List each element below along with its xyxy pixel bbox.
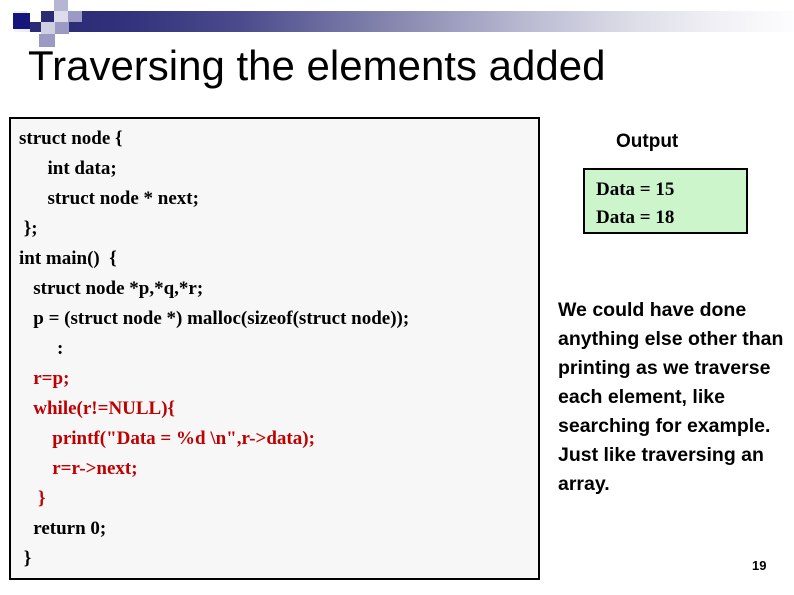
header-square-white-2 bbox=[41, 0, 54, 11]
slide-header-decoration bbox=[0, 0, 794, 47]
code-line: }; bbox=[19, 218, 38, 239]
code-line: return 0; bbox=[19, 518, 107, 539]
output-box: Data = 15 Data = 18 bbox=[583, 168, 748, 234]
header-square-white-3 bbox=[27, 11, 41, 22]
code-line: r=r->next; bbox=[19, 458, 138, 479]
header-square-tint-3 bbox=[55, 22, 69, 34]
explanatory-note: We could have done anything else other t… bbox=[558, 299, 784, 495]
code-line: int data; bbox=[19, 158, 117, 179]
code-line: struct node *p,*q,*r; bbox=[19, 278, 204, 299]
output-label: Output bbox=[616, 131, 679, 152]
header-square-tint-2 bbox=[68, 11, 82, 22]
code-line: p = (struct node *) malloc(sizeof(struct… bbox=[19, 308, 410, 329]
code-line: r=p; bbox=[19, 368, 70, 389]
code-line: while(r!=NULL){ bbox=[19, 398, 176, 419]
header-square-tint-1 bbox=[54, 0, 68, 11]
page-number: 19 bbox=[752, 558, 767, 573]
code-line: printf("Data = %d \n",r->data); bbox=[19, 428, 315, 449]
header-square-accent-navy bbox=[13, 13, 30, 29]
page-title: Traversing the elements added bbox=[28, 42, 606, 89]
header-square-pale-1 bbox=[54, 11, 68, 22]
code-panel: struct node { int data; struct node * ne… bbox=[9, 117, 540, 580]
header-left-white-block bbox=[0, 0, 14, 42]
header-square-white-1 bbox=[14, 0, 27, 11]
code-line: struct node * next; bbox=[19, 188, 199, 209]
code-line: int main() { bbox=[19, 248, 117, 269]
header-square-tint-4 bbox=[39, 34, 55, 47]
code-line: struct node { bbox=[19, 128, 123, 149]
output-line: Data = 18 bbox=[596, 207, 675, 228]
code-line: : bbox=[19, 338, 64, 359]
code-line: } bbox=[19, 488, 46, 509]
code-line: } bbox=[19, 548, 32, 569]
output-line: Data = 15 bbox=[596, 179, 675, 200]
header-square-pale-2 bbox=[41, 22, 55, 34]
header-gradient-bar bbox=[0, 11, 794, 32]
